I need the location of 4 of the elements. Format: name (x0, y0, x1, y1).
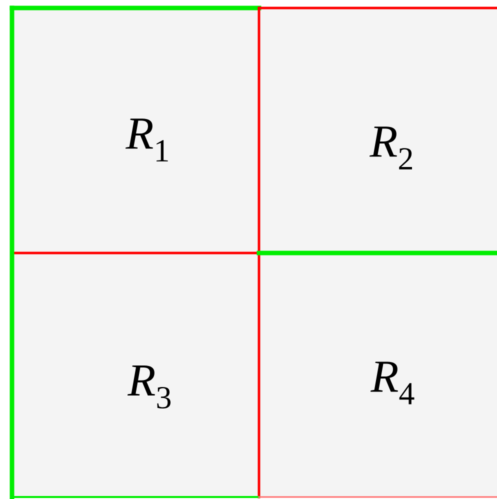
cell-box: R$_{1}$ (12, 8, 259, 253)
cell-box: R$_{3}$ (12, 253, 259, 497)
cell-box: R$_{2}$ (259, 8, 497, 253)
cell-box: R$_{4}$ (259, 253, 497, 497)
